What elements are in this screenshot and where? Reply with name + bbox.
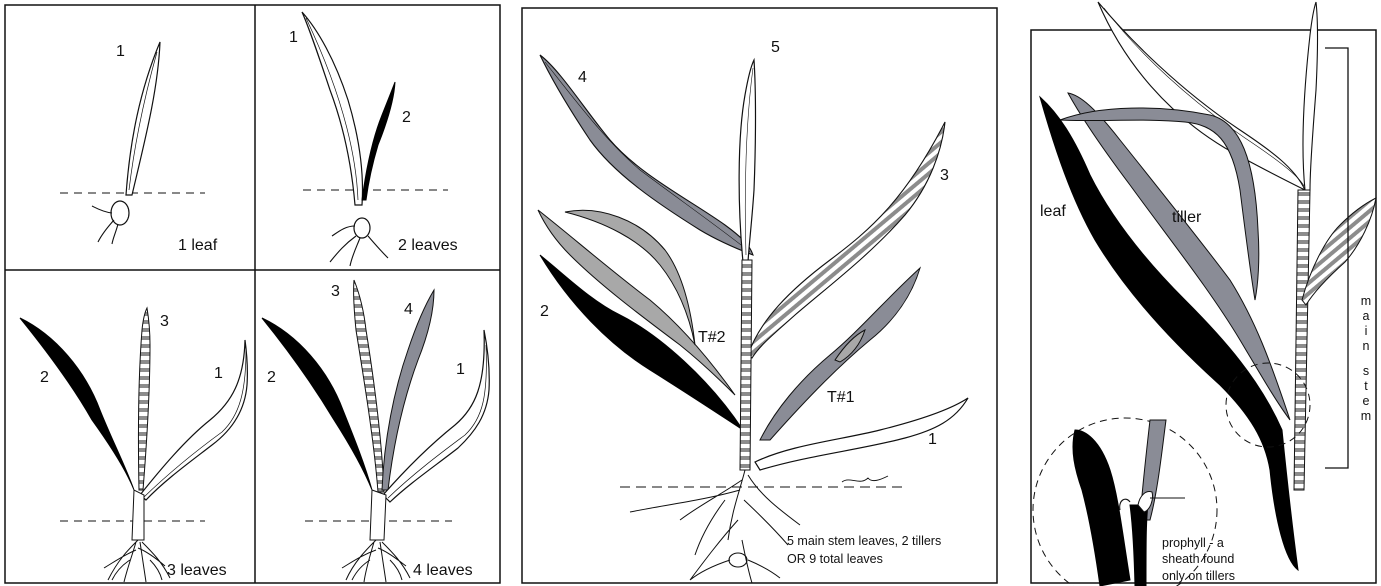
stage-4-leaf-4-number: 4 bbox=[404, 301, 413, 318]
leaf-2-number: 2 bbox=[540, 303, 549, 320]
stage-4-leaf-2-number: 2 bbox=[267, 369, 276, 386]
leaf-2-blade bbox=[262, 318, 372, 490]
leaf-5-number: 5 bbox=[771, 39, 780, 56]
main-stem-letter: n bbox=[1363, 339, 1370, 353]
panel-b-tillered-plant: 5 4 3 2 T#2 T#1 1 5 main stem leaves, 2 … bbox=[522, 8, 997, 583]
panel-b-caption-line-2: OR 9 total leaves bbox=[787, 552, 883, 566]
leaf-3-blade bbox=[138, 308, 150, 490]
leaf-3-blade bbox=[748, 122, 945, 358]
tiller-label: tiller bbox=[1172, 209, 1202, 226]
root-mass bbox=[342, 540, 410, 582]
leaf-3-number: 3 bbox=[940, 167, 949, 184]
panel-a-frame bbox=[5, 5, 500, 583]
stem-base bbox=[370, 490, 386, 540]
leaf-4-blade bbox=[540, 55, 753, 255]
main-stem bbox=[1294, 190, 1310, 490]
tiller-2-label: T#2 bbox=[698, 329, 726, 346]
main-stem-striped-leaf bbox=[1302, 198, 1376, 305]
leaf-blade-black bbox=[1040, 97, 1298, 570]
stage-3-caption: 3 leaves bbox=[167, 562, 227, 579]
leaf-label: leaf bbox=[1040, 203, 1066, 220]
magnified-stem bbox=[1130, 505, 1148, 586]
stage-4-caption: 4 leaves bbox=[413, 562, 473, 579]
seed bbox=[354, 218, 370, 238]
main-stem-letter: e bbox=[1363, 394, 1370, 408]
prophyll-curl bbox=[1120, 499, 1130, 510]
main-stem-letter: i bbox=[1365, 324, 1368, 338]
stage-1-leaf-seedling: 1 1 leaf bbox=[60, 42, 218, 254]
prophyll-label-line-2: sheath found bbox=[1162, 552, 1234, 566]
stage-1-leaf-number: 1 bbox=[116, 43, 125, 60]
stage-2-caption: 2 leaves bbox=[398, 237, 458, 254]
main-stem-letter: a bbox=[1363, 309, 1370, 323]
stage-2-leaf-1-number: 1 bbox=[289, 29, 298, 46]
stage-4-leaf-1-number: 1 bbox=[456, 361, 465, 378]
stage-4-leaf-3-number: 3 bbox=[331, 283, 340, 300]
main-stem-letter: m bbox=[1361, 294, 1371, 308]
seed bbox=[111, 201, 129, 225]
main-stem-letter: s bbox=[1363, 364, 1369, 378]
prophyll-label-line-3: only on tillers bbox=[1162, 569, 1235, 583]
panel-b-frame bbox=[522, 8, 997, 583]
leaf-4-number: 4 bbox=[578, 69, 587, 86]
leaf-2-blade bbox=[362, 82, 395, 200]
artist-signature bbox=[842, 476, 888, 482]
stage-3-leaf-1-number: 1 bbox=[214, 365, 223, 382]
leaf-1-blade bbox=[140, 340, 247, 500]
leaf-1-number: 1 bbox=[928, 431, 937, 448]
seed bbox=[729, 553, 747, 567]
panel-a-seedling-stages: 1 1 leaf 1 2 2 leaves 2 3 1 3 bbox=[5, 5, 500, 583]
stage-1-caption: 1 leaf bbox=[178, 237, 218, 254]
prophyll-label-line-1: prophyll - a bbox=[1162, 536, 1224, 550]
stage-3-leaf-3-number: 3 bbox=[160, 313, 169, 330]
main-stem bbox=[740, 260, 752, 470]
root-mass bbox=[104, 540, 170, 582]
stem-base bbox=[132, 490, 144, 540]
magnified-detail bbox=[1073, 420, 1166, 586]
main-stem-letter: m bbox=[1361, 409, 1371, 423]
leaf-1-blade bbox=[302, 12, 362, 205]
magnified-leaf-sheath bbox=[1073, 430, 1130, 586]
stage-4-leaves-seedling: 3 4 2 1 4 leaves bbox=[262, 280, 489, 582]
stage-3-leaf-2-number: 2 bbox=[40, 369, 49, 386]
stage-2-leaves-seedling: 1 2 2 leaves bbox=[289, 12, 458, 266]
tiller-1-label: T#1 bbox=[827, 389, 855, 406]
stage-3-leaves-seedling: 2 3 1 3 leaves bbox=[20, 308, 247, 582]
leaf-2-blade bbox=[20, 318, 134, 490]
main-stem-letter: t bbox=[1364, 379, 1368, 393]
leaf-5-blade bbox=[739, 60, 755, 262]
stage-2-leaf-2-number: 2 bbox=[402, 109, 411, 126]
panel-b-caption-line-1: 5 main stem leaves, 2 tillers bbox=[787, 534, 941, 548]
